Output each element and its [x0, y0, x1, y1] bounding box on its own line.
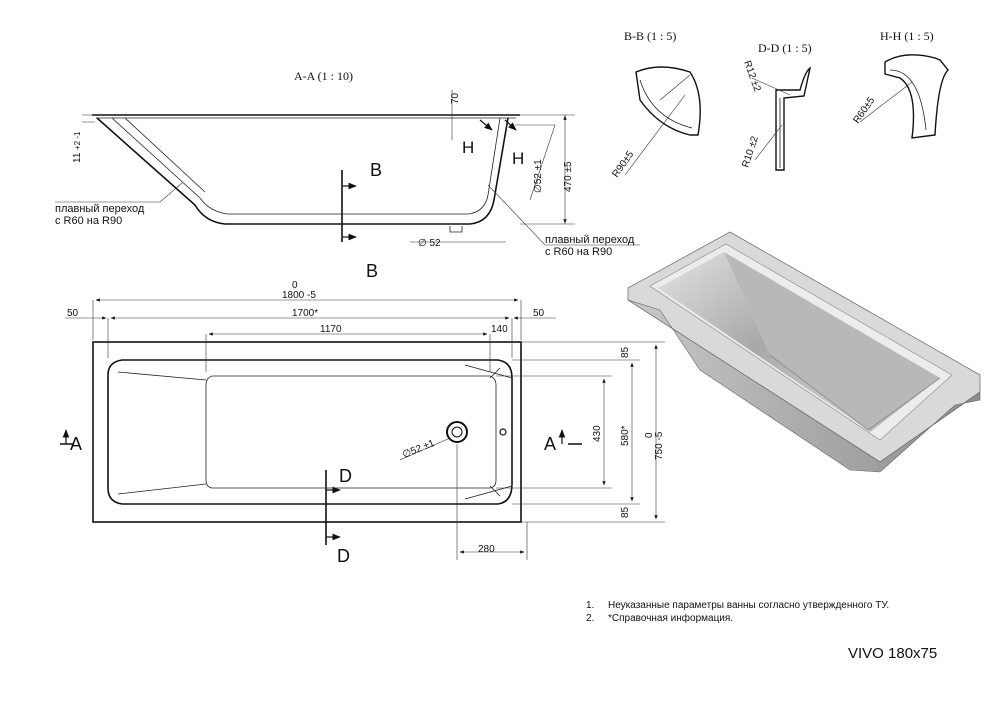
hh-radius: R60±5: [851, 95, 877, 126]
tub-3d-render: [627, 231, 981, 473]
dim-50-left: 50: [67, 308, 79, 319]
marker-a-left: A: [70, 434, 82, 454]
notes-block: 1. Неуказанные параметры ванны согласно …: [586, 600, 937, 662]
detail-hh: H-H (1 : 5) R60±5: [851, 29, 949, 139]
dim-750: 750 -5: [654, 431, 665, 460]
dim-11: 11: [72, 152, 83, 163]
dim-580: 580*: [620, 425, 631, 446]
marker-h-right: H: [512, 149, 524, 168]
dim-750-zero: 0: [644, 432, 655, 438]
note-left-line1: плавный переход: [55, 203, 145, 215]
tub-shell-outer: [96, 117, 509, 225]
bowl-outline: [107, 359, 513, 505]
note-left-line2: с R60 на R90: [55, 215, 122, 227]
marker-d-top: D: [339, 466, 352, 486]
marker-h-left: H: [462, 138, 474, 157]
section-aa: A-A (1 : 10) 470 ±5 70 ∅52 ±1 11 +2 -1 ∅…: [55, 69, 640, 281]
marker-a-right: A: [544, 434, 556, 454]
note-2-text: *Справочная информация.: [608, 612, 733, 624]
dim-50-right: 50: [533, 308, 545, 319]
dd-radius-bottom: R10 ±2: [740, 135, 761, 169]
dim-140: 140: [491, 324, 508, 335]
note-1-num: 1.: [586, 600, 594, 611]
dim-11-tol: +2 -1: [73, 131, 82, 150]
dd-radius-top: R12 ±2: [741, 59, 762, 93]
marker-b-bottom: B: [366, 261, 378, 281]
dim-85-top: 85: [620, 346, 631, 358]
dim-85-bottom: 85: [620, 506, 631, 518]
detail-bb-label: B-B (1 : 5): [624, 29, 676, 43]
note-2-num: 2.: [586, 613, 594, 624]
plan-view: ∅52 ±1 0 1800 -5 1700* 1170 140 50 50 0 …: [60, 280, 665, 566]
dim-1170: 1170: [320, 324, 342, 335]
dim-1700: 1700*: [292, 308, 318, 319]
marker-d-bottom: D: [337, 546, 350, 566]
drain-outlet: [449, 226, 463, 233]
section-aa-label: A-A (1 : 10): [294, 69, 353, 83]
bowl-bottom: [205, 375, 497, 489]
dim-430: 430: [592, 425, 603, 442]
dim-280: 280: [478, 544, 495, 555]
marker-b-top: B: [370, 160, 382, 180]
note-1-text: Неуказанные параметры ванны согласно утв…: [608, 600, 889, 611]
dim-d52-drain: ∅ 52: [418, 238, 441, 249]
dim-1800-zero: 0: [292, 280, 298, 291]
dim-470: 470 ±5: [563, 161, 574, 192]
tub-shell-inner: [111, 117, 501, 215]
detail-dd: D-D (1 : 5) R12 ±2 R10 ±2: [740, 41, 812, 171]
dim-1800: 1800 -5: [282, 290, 316, 301]
note-right-line2: с R60 на R90: [545, 246, 612, 258]
model-title: VIVO 180x75: [848, 645, 937, 662]
dim-d52-section: ∅52 ±1: [533, 159, 544, 193]
dim-70: 70: [450, 92, 461, 104]
detail-bb: B-B (1 : 5) R90±5: [610, 29, 701, 180]
detail-hh-label: H-H (1 : 5): [880, 29, 934, 43]
detail-dd-label: D-D (1 : 5): [758, 41, 812, 55]
note-right-line1: плавный переход: [545, 234, 635, 246]
